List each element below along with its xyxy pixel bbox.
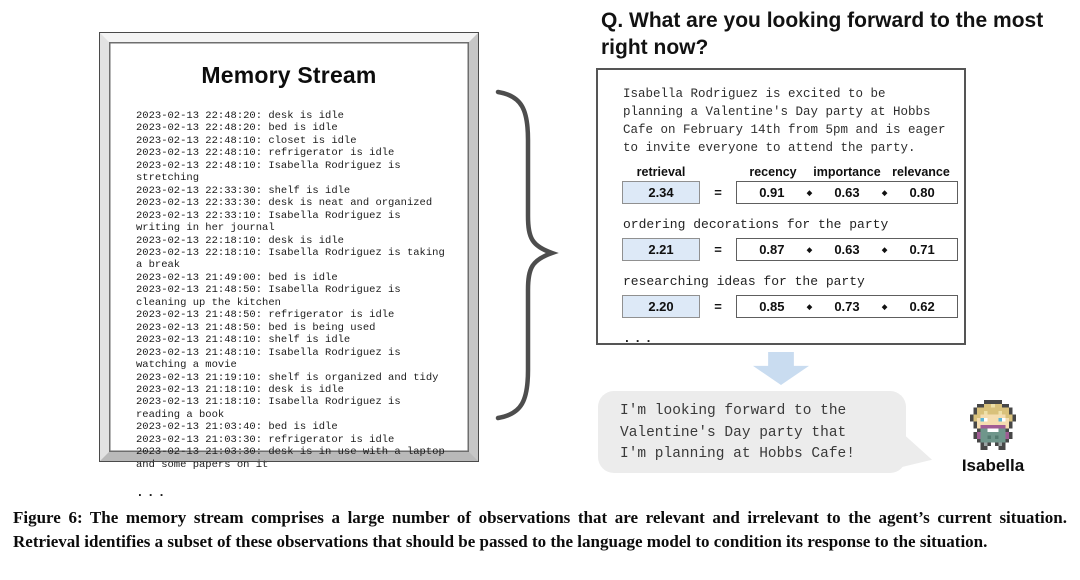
memory-entry: 2023-02-13 22:48:10: closet is idle — [136, 134, 357, 147]
dot-separator-icon: ◆ — [806, 246, 813, 254]
observation-label: ordering decorations for the party — [623, 217, 889, 232]
response-text: I'm looking forward to the Valentine's D… — [620, 403, 855, 462]
component-scores: 0.91 ◆ 0.63 ◆ 0.80 — [736, 181, 958, 204]
recency-value: 0.91 — [759, 185, 785, 200]
retrieval-ellipsis: ... — [623, 331, 656, 345]
memory-entry: 2023-02-13 21:03:30: desk is in use with… — [136, 446, 445, 471]
dot-separator-icon: ◆ — [881, 189, 888, 197]
dot-separator-icon: ◆ — [806, 189, 813, 197]
memory-entry: 2023-02-13 21:03:30: refrigerator is idl… — [136, 433, 395, 446]
importance-value: 0.73 — [834, 299, 860, 314]
agent: Isabella — [938, 400, 1048, 476]
memory-entry: 2023-02-13 21:48:10: Isabella Rodriguez … — [136, 346, 401, 372]
retrieval-panel: Isabella Rodriguez is excited to be plan… — [596, 68, 966, 345]
memory-stream-ellipsis: ... — [136, 485, 169, 501]
situation-summary: Isabella Rodriguez is excited to be plan… — [623, 87, 946, 155]
score-row: 2.21 = 0.87 ◆ 0.63 ◆ 0.71 — [622, 238, 964, 261]
memory-entry: 2023-02-13 22:33:30: desk is neat and or… — [136, 197, 433, 210]
memory-entry: 2023-02-13 22:33:10: Isabella Rodriguez … — [136, 209, 401, 235]
equals-sign: = — [714, 299, 722, 314]
memory-entry: 2023-02-13 21:18:10: Isabella Rodriguez … — [136, 396, 401, 421]
header-recency: recency — [749, 165, 797, 179]
header-relevance: relevance — [892, 165, 950, 179]
component-scores: 0.87 ◆ 0.63 ◆ 0.71 — [736, 238, 958, 261]
memory-entry: 2023-02-13 21:48:50: bed is being used — [136, 321, 376, 334]
speech-bubble: I'm looking forward to the Valentine's D… — [598, 391, 932, 473]
importance-value: 0.63 — [834, 242, 860, 257]
component-scores: 0.85 ◆ 0.73 ◆ 0.62 — [736, 295, 958, 318]
brace-icon — [495, 89, 559, 421]
importance-value: 0.63 — [834, 185, 860, 200]
speech-bubble-tail — [902, 432, 932, 467]
memory-entry: 2023-02-13 21:19:10: shelf is organized … — [136, 371, 439, 384]
score-header-row: retrieval recency importance relevance — [622, 165, 964, 179]
memory-entry: 2023-02-13 21:48:10: shelf is idle — [136, 334, 351, 347]
memory-entry: 2023-02-13 22:48:20: bed is idle — [136, 122, 338, 135]
memory-entry: 2023-02-13 21:03:40: bed is idle — [136, 421, 338, 434]
relevance-value: 0.62 — [909, 299, 935, 314]
memory-entry: 2023-02-13 21:49:00: bed is idle — [136, 271, 338, 284]
score-row: 2.20 = 0.85 ◆ 0.73 ◆ 0.62 — [622, 295, 964, 318]
equals-sign: = — [714, 185, 722, 200]
memory-entry: 2023-02-13 22:48:10: Isabella Rodriguez … — [136, 159, 401, 185]
retrieval-score: 2.21 — [622, 238, 700, 261]
equals-sign: = — [714, 242, 722, 257]
recency-value: 0.85 — [759, 299, 785, 314]
relevance-value: 0.71 — [909, 242, 935, 257]
retrieval-score: 2.34 — [622, 181, 700, 204]
figure-caption: Figure 6: The memory stream comprises a … — [13, 508, 1067, 551]
memory-stream-list: 2023-02-13 22:48:20: desk is idle 2023-0… — [136, 110, 445, 471]
down-arrow-icon — [753, 352, 809, 385]
header-retrieval: retrieval — [636, 165, 686, 179]
agent-name-label: Isabella — [961, 456, 1025, 475]
memory-entry: 2023-02-13 22:18:10: desk is idle — [136, 234, 344, 247]
score-row: 2.34 = 0.91 ◆ 0.63 ◆ 0.80 — [622, 181, 964, 204]
memory-entry: 2023-02-13 22:48:20: desk is idle — [136, 110, 344, 122]
recency-value: 0.87 — [759, 242, 785, 257]
memory-entry: 2023-02-13 21:48:50: Isabella Rodriguez … — [136, 284, 401, 309]
memory-stream-board: Memory Stream 2023-02-13 22:48:20: desk … — [99, 32, 479, 500]
memory-entry: 2023-02-13 21:48:50: refrigerator is idl… — [136, 309, 395, 322]
question-heading: Q. What are you looking forward to the m… — [601, 9, 1044, 59]
header-spacer — [700, 165, 736, 179]
dot-separator-icon: ◆ — [806, 303, 813, 311]
memory-entry: 2023-02-13 22:18:10: Isabella Rodriguez … — [136, 246, 445, 272]
memory-entry: 2023-02-13 22:33:30: shelf is idle — [136, 184, 351, 197]
dot-separator-icon: ◆ — [881, 303, 888, 311]
memory-stream-title: Memory Stream — [201, 62, 377, 88]
dot-separator-icon: ◆ — [881, 246, 888, 254]
retrieval-score: 2.20 — [622, 295, 700, 318]
memory-entry: 2023-02-13 22:48:10: refrigerator is idl… — [136, 147, 395, 160]
memory-entry: 2023-02-13 21:18:10: desk is idle — [136, 383, 344, 396]
observation-label: researching ideas for the party — [623, 274, 865, 289]
isabella-avatar — [970, 400, 1016, 450]
relevance-value: 0.80 — [909, 185, 935, 200]
header-importance: importance — [813, 165, 881, 179]
